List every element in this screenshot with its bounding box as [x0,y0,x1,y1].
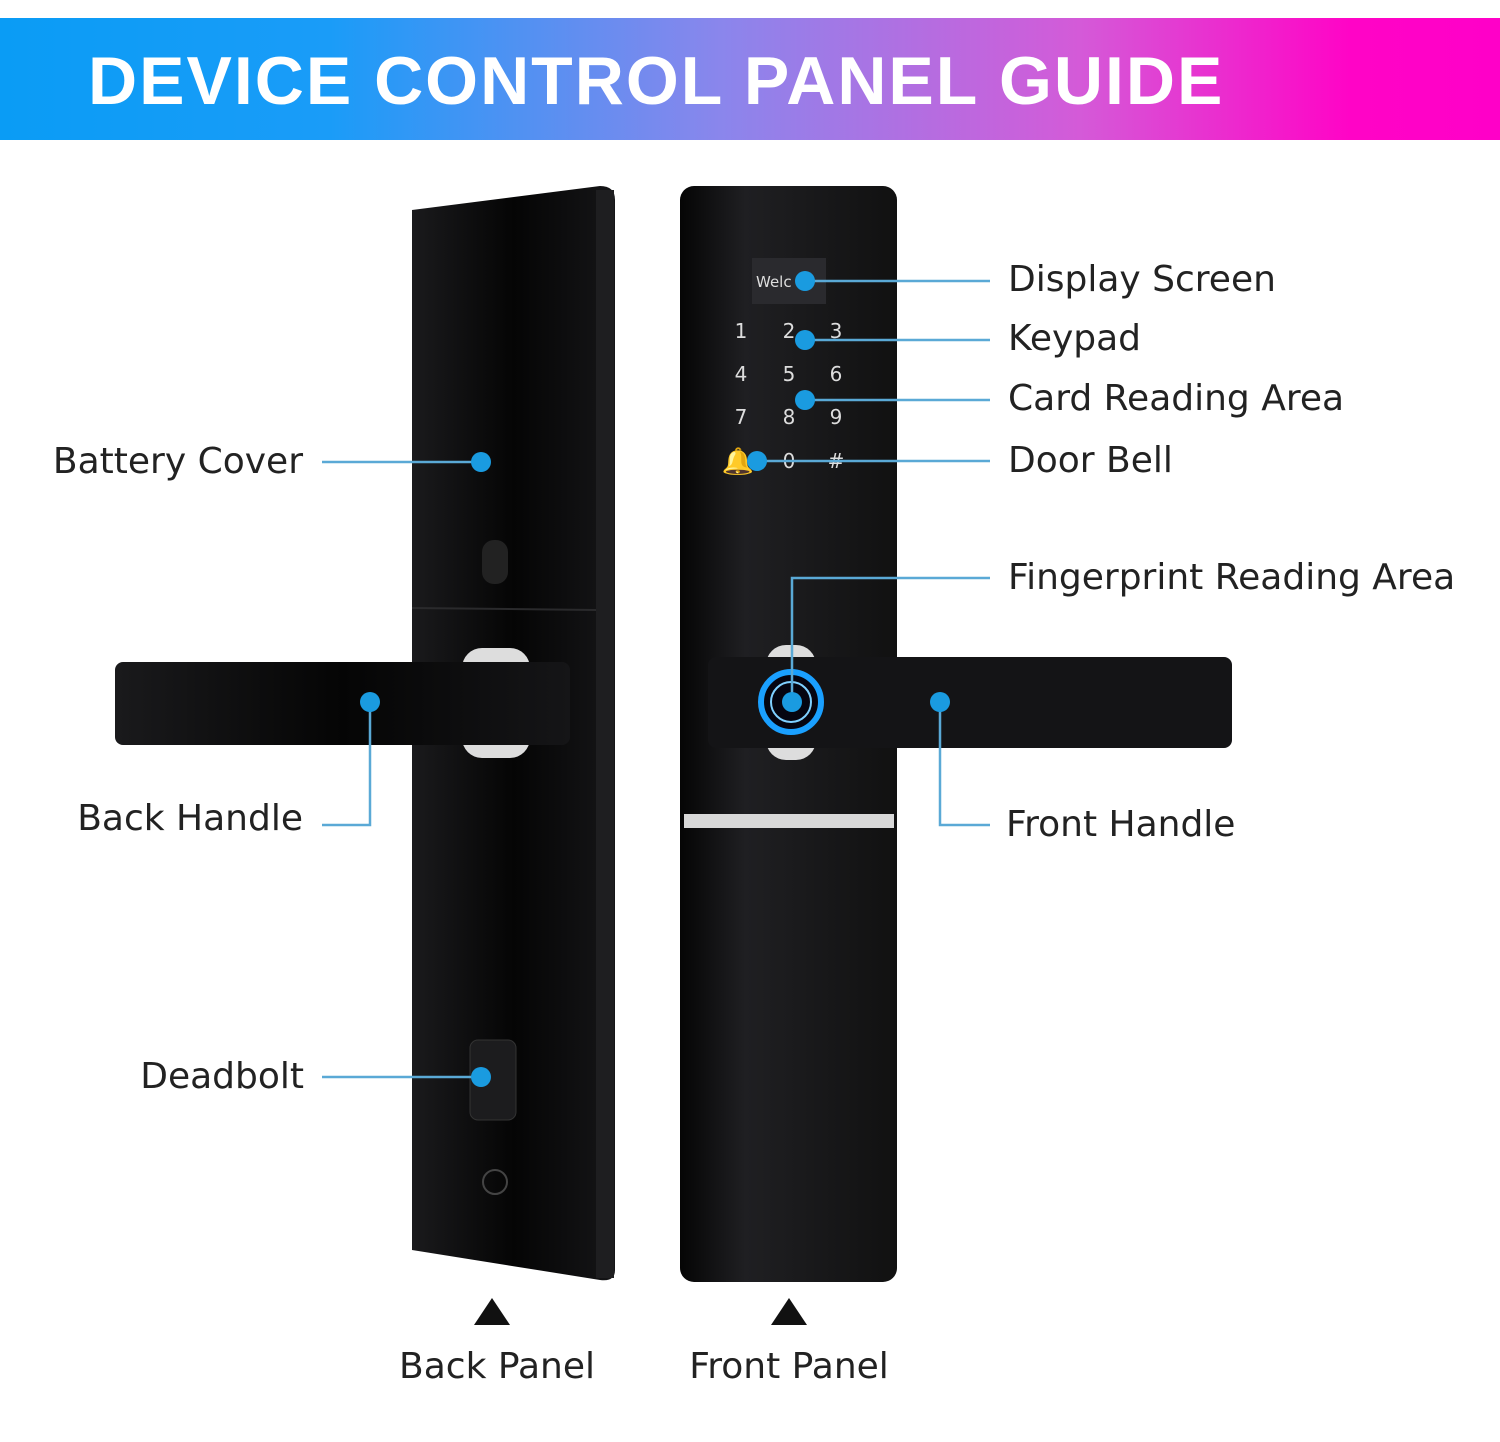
triangle-up-icon [771,1298,807,1325]
keypad-key: 8 [783,405,796,429]
callout-dots [360,271,950,1087]
label-back-panel: Back Panel [399,1346,595,1387]
label-front-panel: Front Panel [689,1346,889,1387]
callout-lines [322,279,990,1079]
triangle-up-icon [474,1298,510,1325]
keypad-key: 4 [735,362,748,386]
label-keypad: Keypad [1008,318,1142,359]
label-front-handle: Front Handle [1006,804,1236,845]
page-title: DEVICE CONTROL PANEL GUIDE [88,43,1225,119]
label-back-handle: Back Handle [77,798,303,839]
keypad-key: 9 [830,405,843,429]
keypad-key: 3 [830,319,843,343]
title-banner: DEVICE CONTROL PANEL GUIDE [0,18,1500,140]
screw-icon [482,1169,508,1195]
keypad-key: 1 [735,319,748,343]
keypad-key: 2 [783,319,796,343]
label-display-screen: Display Screen [1008,259,1276,300]
label-deadbolt: Deadbolt [140,1056,304,1097]
screen-text: Welc [756,273,792,291]
back-handle-shape [115,662,570,745]
label-fingerprint-reading-area: Fingerprint Reading Area [1008,557,1456,598]
label-card-reading-area: Card Reading Area [1008,378,1345,419]
front-handle-shape [708,657,1232,748]
keypad-key: 6 [830,362,843,386]
label-door-bell: Door Bell [1008,440,1173,481]
label-battery-cover: Battery Cover [52,441,303,482]
keypad-key: 5 [783,362,796,386]
keypad-key: 7 [735,405,748,429]
